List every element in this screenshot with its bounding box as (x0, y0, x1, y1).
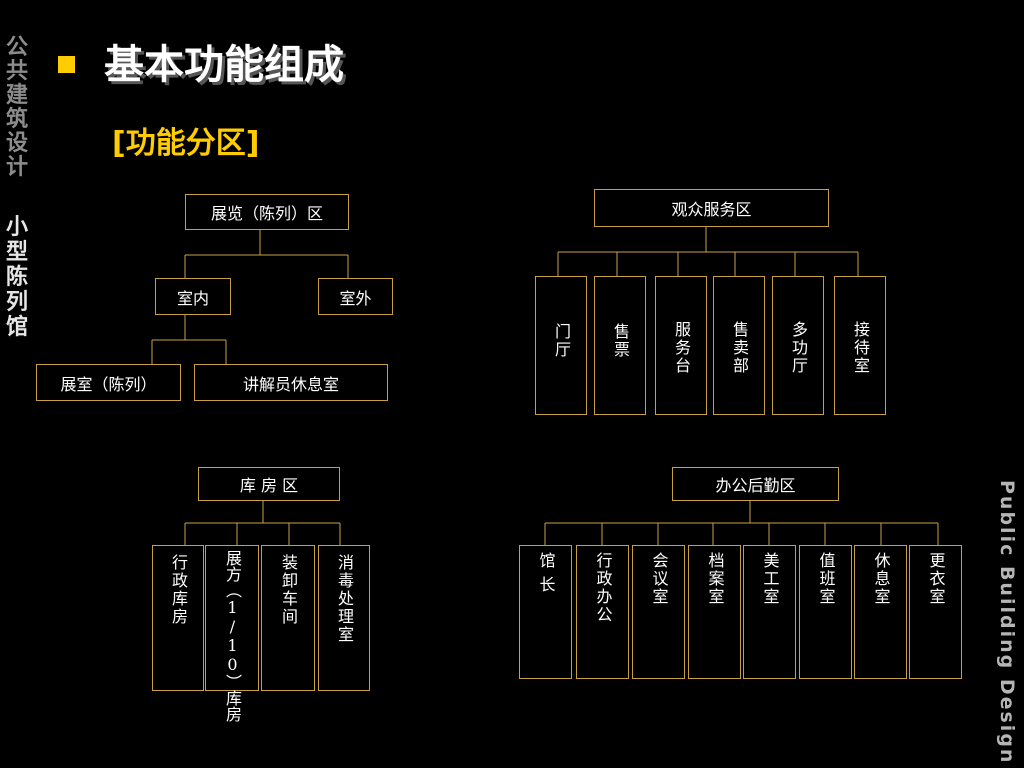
exhibition-room-box: 展室（陈列） (36, 364, 181, 401)
sidebar-char: 馆 (5, 315, 28, 340)
storage-item-label: 装卸车间 (279, 554, 298, 626)
audience-item-box: 多功厅 (772, 276, 824, 415)
office-item-label: 会议室 (649, 552, 669, 606)
storage-item-box: 消毒处理室 (318, 545, 370, 691)
audience-item-box: 门厅 (535, 276, 587, 415)
sidebar-char: 列 (5, 290, 28, 315)
square-bullet-icon (58, 56, 75, 73)
storage-item-box: 展方（1/10）库房 (205, 545, 259, 722)
storage-item-label: 行政库房 (169, 554, 188, 626)
sidebar-char: 公 (5, 35, 28, 60)
outdoor-box: 室外 (318, 278, 393, 315)
office-item-label: 行政办公 (593, 552, 613, 624)
storage-item-label: 消毒处理室 (335, 554, 354, 644)
office-item-box: 馆长 (519, 545, 572, 679)
office-item-box: 值班室 (799, 545, 852, 679)
office-item-label: 值班室 (816, 552, 836, 606)
exhibition-zone-box: 展览（陈列）区 (185, 194, 349, 230)
audience-item-label: 门厅 (552, 323, 571, 359)
audience-item-label: 接待室 (851, 321, 870, 375)
sidebar-char: 计 (5, 155, 28, 180)
sidebar-char: 筑 (5, 107, 28, 132)
office-item-box: 美工室 (743, 545, 796, 679)
audience-zone-box: 观众服务区 (594, 189, 829, 227)
sidebar-char: 小 (5, 215, 28, 240)
audience-item-box: 服务台 (655, 276, 707, 415)
audience-item-box: 售卖部 (713, 276, 765, 415)
storage-zone-box: 库 房 区 (198, 467, 340, 501)
storage-item-box: 行政库房 (152, 545, 204, 691)
brand-text: Public Building Design (996, 480, 1018, 765)
sidebar-char: 共 (5, 59, 28, 84)
office-item-box: 更衣室 (909, 545, 962, 679)
office-item-label: 档案室 (705, 552, 725, 606)
audience-item-label: 售票 (611, 323, 630, 359)
sidebar-char: 陈 (5, 265, 28, 290)
office-item-label: 美工室 (760, 552, 780, 606)
sidebar-subtitle: 小型陈列馆 (4, 215, 30, 340)
audience-item-label: 多功厅 (789, 321, 808, 375)
page-title: 基本功能组成 (104, 42, 344, 88)
sidebar-title: 公共建筑设计 (4, 36, 30, 180)
audience-item-box: 售票 (594, 276, 646, 415)
sidebar-char: 设 (5, 131, 28, 156)
section-subtitle: [功能分区] (112, 126, 260, 161)
storage-item-box: 装卸车间 (261, 545, 315, 691)
sidebar-char: 建 (5, 83, 28, 108)
audience-item-label: 售卖部 (730, 321, 749, 375)
audience-item-label: 服务台 (672, 321, 691, 375)
audience-item-box: 接待室 (834, 276, 886, 415)
indoor-box: 室内 (155, 278, 231, 315)
guide-lounge-box: 讲解员休息室 (194, 364, 388, 401)
office-item-box: 档案室 (688, 545, 741, 679)
office-item-box: 休息室 (854, 545, 907, 679)
office-item-label: 休息室 (871, 552, 891, 606)
office-item-label: 馆长 (536, 552, 556, 600)
office-item-label: 更衣室 (926, 552, 946, 606)
sidebar-char: 型 (5, 240, 28, 265)
office-zone-box: 办公后勤区 (672, 467, 839, 501)
office-item-box: 会议室 (632, 545, 685, 679)
storage-item-label: 展方（1/10）库房 (223, 550, 242, 722)
office-item-box: 行政办公 (576, 545, 629, 679)
